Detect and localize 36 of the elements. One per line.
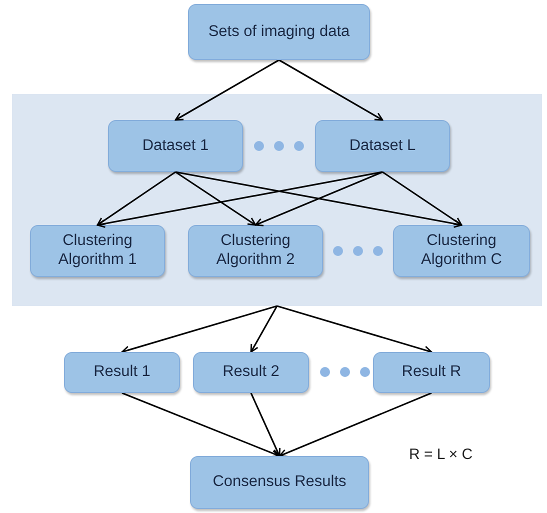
arrow: [175, 171, 256, 226]
arrow: [175, 171, 462, 228]
node-label: Dataset L: [349, 136, 416, 156]
process-box: [190, 456, 369, 509]
arrow: [250, 306, 278, 353]
group-background: [12, 94, 542, 306]
arrow: [96, 171, 383, 228]
process-box: [188, 4, 370, 60]
arrow: [382, 171, 462, 226]
process-box: [30, 225, 165, 277]
arrow: [278, 59, 384, 121]
node-label: Result 1: [94, 363, 150, 382]
process-box: [188, 225, 323, 277]
process-box: [393, 225, 530, 277]
node-label: Sets of imaging data: [208, 22, 350, 42]
process-box: [193, 352, 309, 393]
arrow: [278, 392, 432, 458]
node-label: Result 2: [222, 363, 280, 382]
formula-note: R = L × C: [409, 446, 473, 463]
arrow: [250, 392, 281, 457]
arrow: [122, 392, 280, 458]
node-label: Dataset 1: [142, 136, 209, 156]
process-box: [373, 352, 490, 393]
process-box: [315, 120, 450, 172]
arrow: [121, 305, 278, 354]
node-label: Clustering Algorithm C: [420, 232, 503, 270]
process-box: [64, 352, 180, 393]
node-label: Clustering Algorithm 1: [57, 232, 138, 270]
arrow: [276, 305, 432, 354]
arrow: [174, 59, 280, 121]
node-label: Result R: [402, 363, 462, 382]
node-label: Clustering Algorithm 2: [215, 232, 296, 270]
arrow: [96, 171, 176, 226]
process-box: [108, 120, 243, 172]
arrow: [254, 171, 383, 226]
node-label: Consensus Results: [212, 473, 346, 492]
